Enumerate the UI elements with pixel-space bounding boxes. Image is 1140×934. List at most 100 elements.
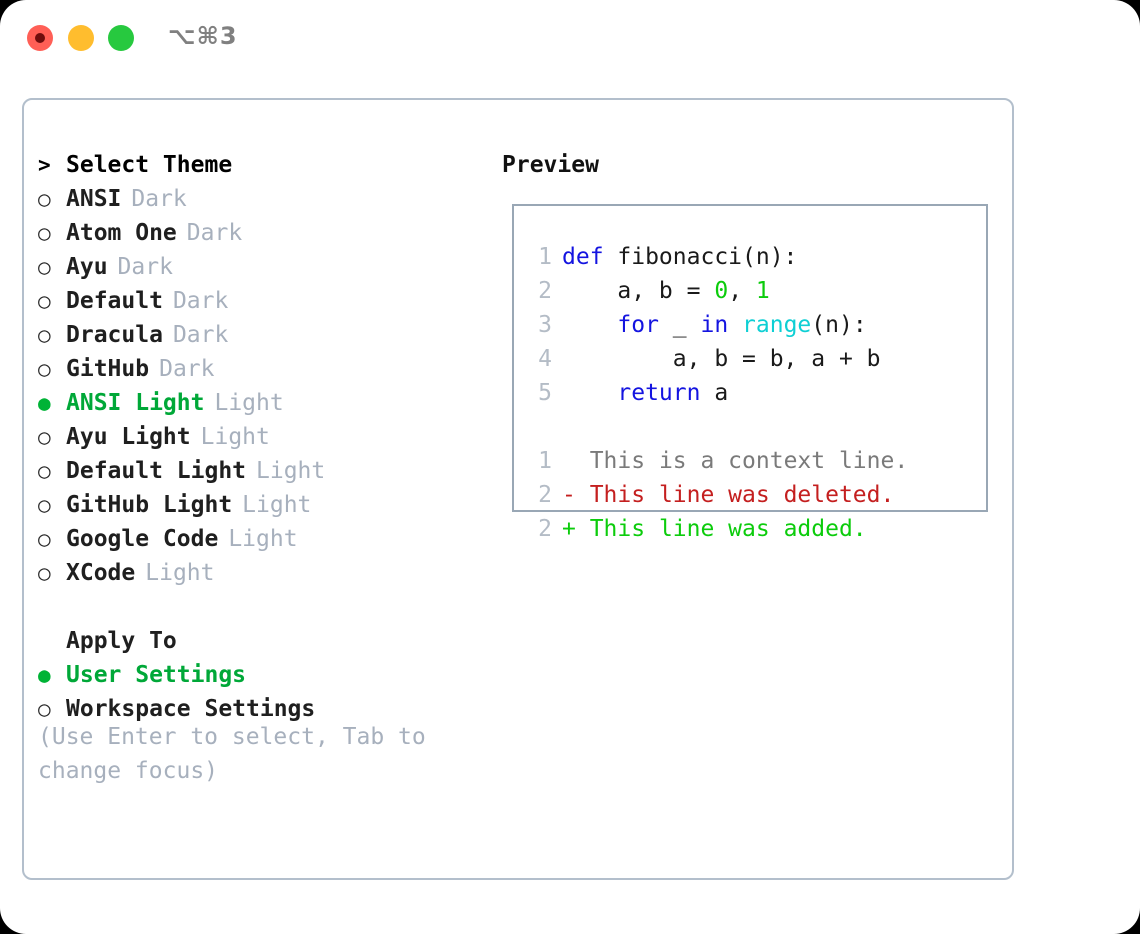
theme-variant-badge: Light: [145, 560, 215, 586]
theme-list-header-label: Select Theme: [66, 152, 233, 178]
code-token: a, b =: [562, 278, 715, 304]
code-token: for: [617, 312, 659, 338]
radio-unselected-icon: ○: [38, 459, 51, 483]
preview-gap: [526, 410, 908, 444]
radio-unselected-icon: ○: [38, 697, 51, 721]
minimize-button[interactable]: [68, 25, 94, 51]
code-token: [562, 312, 617, 338]
theme-variant-badge: Dark: [172, 288, 229, 314]
code-token: 0: [714, 278, 729, 304]
keyboard-hint: (Use Enter to select, Tab to change focu…: [38, 724, 426, 784]
theme-variant-badge: Dark: [159, 356, 215, 382]
apply-to-option-label: User Settings: [66, 662, 247, 688]
line-number: 5: [538, 380, 552, 406]
diff-sign: [562, 448, 590, 474]
radio-unselected-icon: ○: [38, 323, 51, 347]
radio-selected-icon: ●: [38, 391, 51, 415]
diff-text: This line was added.: [589, 516, 867, 542]
theme-option-ayu-light[interactable]: ○ Ayu Light Light: [38, 420, 478, 454]
line-number: 1: [538, 448, 552, 474]
apply-to-option-workspace-settings[interactable]: ○ Workspace Settings: [38, 692, 478, 726]
theme-option-label: XCode: [66, 560, 136, 586]
theme-option-label: ANSI: [66, 186, 122, 212]
radio-unselected-icon: ○: [38, 357, 51, 381]
preview-label: Preview: [502, 152, 599, 178]
theme-option-label: Ayu: [66, 254, 108, 280]
line-number: 1: [538, 244, 552, 270]
theme-option-dracula[interactable]: ○ Dracula Dark: [38, 318, 478, 352]
apply-to-option-label: Workspace Settings: [66, 696, 316, 722]
code-token: [728, 312, 742, 338]
theme-option-label: Atom One: [66, 220, 177, 246]
theme-option-ansi-light[interactable]: ● ANSI Light Light: [38, 386, 478, 420]
caret-icon: >: [38, 153, 51, 177]
code-line: 5 return a: [526, 376, 908, 410]
radio-unselected-icon: ○: [38, 289, 51, 313]
theme-list-header: > Select Theme: [38, 148, 478, 182]
code-token: (n):: [811, 312, 867, 338]
theme-variant-badge: Dark: [117, 254, 173, 280]
list-spacer: [38, 590, 478, 624]
radio-unselected-icon: ○: [38, 561, 51, 585]
theme-option-label: Default Light: [66, 458, 247, 484]
line-number: 2: [538, 482, 552, 508]
code-token: def: [562, 244, 604, 270]
theme-option-default-light[interactable]: ○ Default Light Light: [38, 454, 478, 488]
zoom-button[interactable]: [108, 25, 134, 51]
code-token: a: [700, 380, 729, 406]
diff-sign: -: [562, 482, 590, 508]
code-token: fibonacci(n):: [603, 244, 798, 270]
line-number: 3: [538, 312, 552, 338]
code-line: 1 def fibonacci(n):: [526, 240, 908, 274]
theme-variant-badge: Light: [256, 458, 326, 484]
theme-variant-badge: Dark: [131, 186, 187, 212]
diff-line-add: 2+ This line was added.: [526, 512, 908, 546]
diff-sign: +: [562, 516, 590, 542]
code-line: 2 a, b = 0, 1: [526, 274, 908, 308]
diff-text: This is a context line.: [589, 448, 909, 474]
theme-option-xcode[interactable]: ○ XCode Light: [38, 556, 478, 590]
apply-to-header: Apply To: [66, 628, 177, 654]
theme-option-label: GitHub Light: [66, 492, 233, 518]
radio-unselected-icon: ○: [38, 493, 51, 517]
theme-variant-badge: Light: [214, 390, 284, 416]
code-line: 4 a, b = b, a + b: [526, 342, 908, 376]
code-line: 3 for _ in range(n):: [526, 308, 908, 342]
diff-line-ctx: 1 This is a context line.: [526, 444, 908, 478]
theme-variant-badge: Light: [200, 424, 270, 450]
diff-line-del: 2- This line was deleted.: [526, 478, 908, 512]
code-token: [562, 380, 617, 406]
radio-selected-icon: ●: [38, 663, 51, 687]
close-button[interactable]: [27, 25, 53, 51]
line-number: 2: [538, 278, 552, 304]
apply-to-option-user-settings[interactable]: ● User Settings: [38, 658, 478, 692]
keyboard-shortcut-label: ⌥⌘3: [168, 22, 238, 50]
theme-option-label: ANSI Light: [66, 390, 205, 416]
theme-option-label: Dracula: [66, 322, 163, 348]
theme-variant-badge: Dark: [172, 322, 229, 348]
radio-unselected-icon: ○: [38, 527, 51, 551]
radio-unselected-icon: ○: [38, 255, 51, 279]
radio-unselected-icon: ○: [38, 221, 51, 245]
code-token: 1: [755, 278, 770, 304]
code-token: ,: [728, 278, 756, 304]
apply-to-options: ● User Settings ○ Workspace Settings: [38, 658, 478, 726]
code-token: a, b = b, a + b: [562, 346, 881, 372]
diff-text: This line was deleted.: [589, 482, 895, 508]
radio-unselected-icon: ○: [38, 425, 51, 449]
code-token: in: [700, 312, 729, 338]
theme-option-ayu[interactable]: ○ Ayu Dark: [38, 250, 478, 284]
title-bar: ⌥⌘3: [0, 0, 1140, 78]
theme-option-label: Ayu Light: [66, 424, 191, 450]
